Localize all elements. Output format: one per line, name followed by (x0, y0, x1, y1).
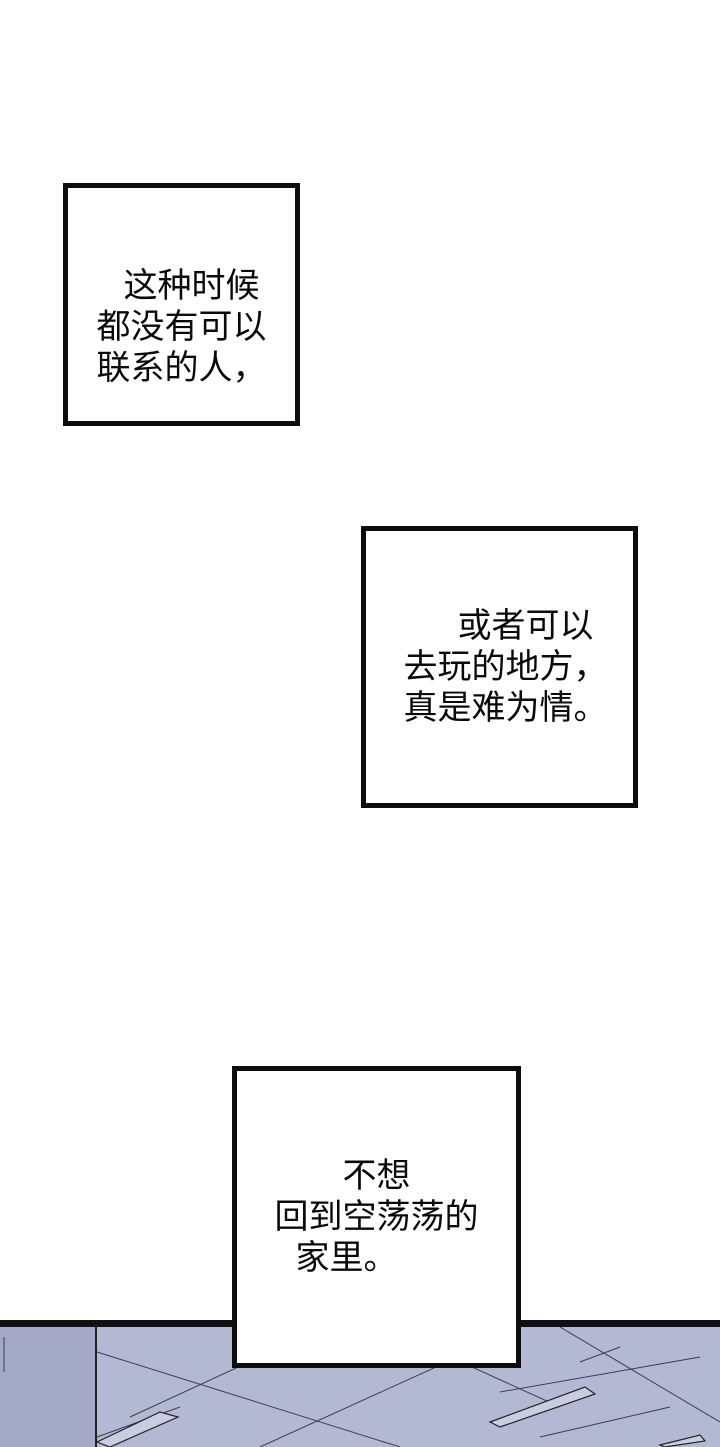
caption-box-2: 或者可以 去玩的地方， 真是难为情。 (361, 526, 638, 808)
caption-3-line-3: 家里。 (295, 1237, 398, 1278)
caption-box-1: 这种时候 都没有可以 联系的人， (63, 183, 300, 426)
caption-box-3: 不想 回到空荡荡的 家里。 (232, 1066, 521, 1368)
caption-2-line-2: 去玩的地方， (403, 646, 608, 687)
caption-1-line-1: 这种时候 (123, 266, 260, 306)
caption-3-line-1: 不想 (342, 1155, 411, 1196)
caption-1-line-2: 都没有可以 (96, 307, 267, 347)
caption-3-line-2: 回到空荡荡的 (274, 1196, 479, 1237)
floor-tile-lines (3, 1327, 720, 1447)
caption-2-line-3: 真是难为情。 (403, 687, 608, 728)
caption-1-line-3: 联系的人， (96, 348, 267, 388)
caption-2-line-1: 或者可以 (457, 605, 594, 646)
wall-column (0, 1327, 97, 1447)
